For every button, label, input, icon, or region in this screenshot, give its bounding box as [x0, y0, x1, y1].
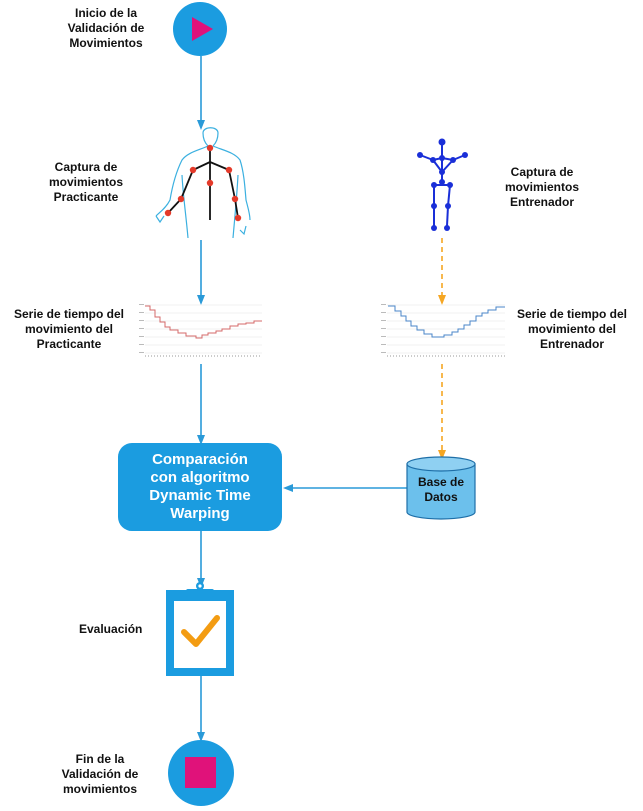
capture-practicante-line: Practicante	[53, 190, 119, 204]
series-entrenador-line: Serie de tiempo del	[516, 307, 628, 321]
database-label: Base de Datos	[407, 475, 475, 505]
time-series-entrenador-chart	[381, 304, 505, 357]
dtw-comparison-line: con algoritmo	[150, 469, 250, 486]
database-label-line: Datos	[424, 490, 458, 504]
clipboard-check-icon	[166, 582, 234, 676]
capture-practicante-line: movimientos	[48, 175, 123, 189]
database-cylinder-icon	[406, 456, 476, 520]
end-label: Fin de la Validación de movimientos	[50, 752, 150, 797]
end-label-line: Validación de	[61, 767, 139, 781]
dtw-comparison-line: Warping	[170, 505, 230, 522]
connectors	[197, 56, 446, 742]
dtw-comparison-line: Dynamic Time	[149, 487, 251, 504]
capture-entrenador-line: Captura de	[510, 165, 574, 179]
series-practicante-line: movimiento del	[24, 322, 113, 336]
time-series-practicante-chart	[139, 304, 262, 357]
series-practicante-line: Serie de tiempo del	[13, 307, 125, 321]
capture-entrenador-label: Captura de movimientos Entrenador	[494, 165, 590, 210]
end-label-line: movimientos	[62, 782, 137, 796]
capture-entrenador-line: Entrenador	[509, 195, 574, 209]
dtw-comparison-text: Comparación con algoritmo Dynamic Time W…	[118, 451, 282, 523]
series-practicante-line: Practicante	[36, 337, 102, 351]
stop-circle-icon	[168, 740, 234, 806]
series-practicante-label: Serie de tiempo del movimiento del Pract…	[4, 307, 134, 352]
database-label-line: Base de	[417, 475, 465, 489]
capture-practicante-label: Captura de movimientos Practicante	[36, 160, 136, 205]
start-label-line: Movimientos	[69, 36, 143, 50]
series-entrenador-line: movimiento del	[527, 322, 616, 336]
series-entrenador-line: Entrenador	[539, 337, 604, 351]
human-body-outline-icon	[155, 127, 251, 239]
capture-entrenador-line: movimientos	[504, 180, 579, 194]
end-label-line: Fin de la	[75, 752, 125, 766]
play-circle-icon	[173, 2, 227, 56]
stick-skeleton-icon	[417, 138, 468, 231]
start-label-line: Validación de	[67, 21, 145, 35]
evaluation-label: Evaluación	[79, 622, 143, 636]
start-label-line: Inicio de la	[74, 6, 137, 20]
dtw-comparison-process: Comparación con algoritmo Dynamic Time W…	[118, 443, 282, 531]
series-entrenador-label: Serie de tiempo del movimiento del Entre…	[507, 307, 637, 352]
capture-practicante-line: Captura de	[54, 160, 118, 174]
start-label: Inicio de la Validación de Movimientos	[50, 6, 162, 51]
dtw-comparison-line: Comparación	[152, 451, 248, 468]
